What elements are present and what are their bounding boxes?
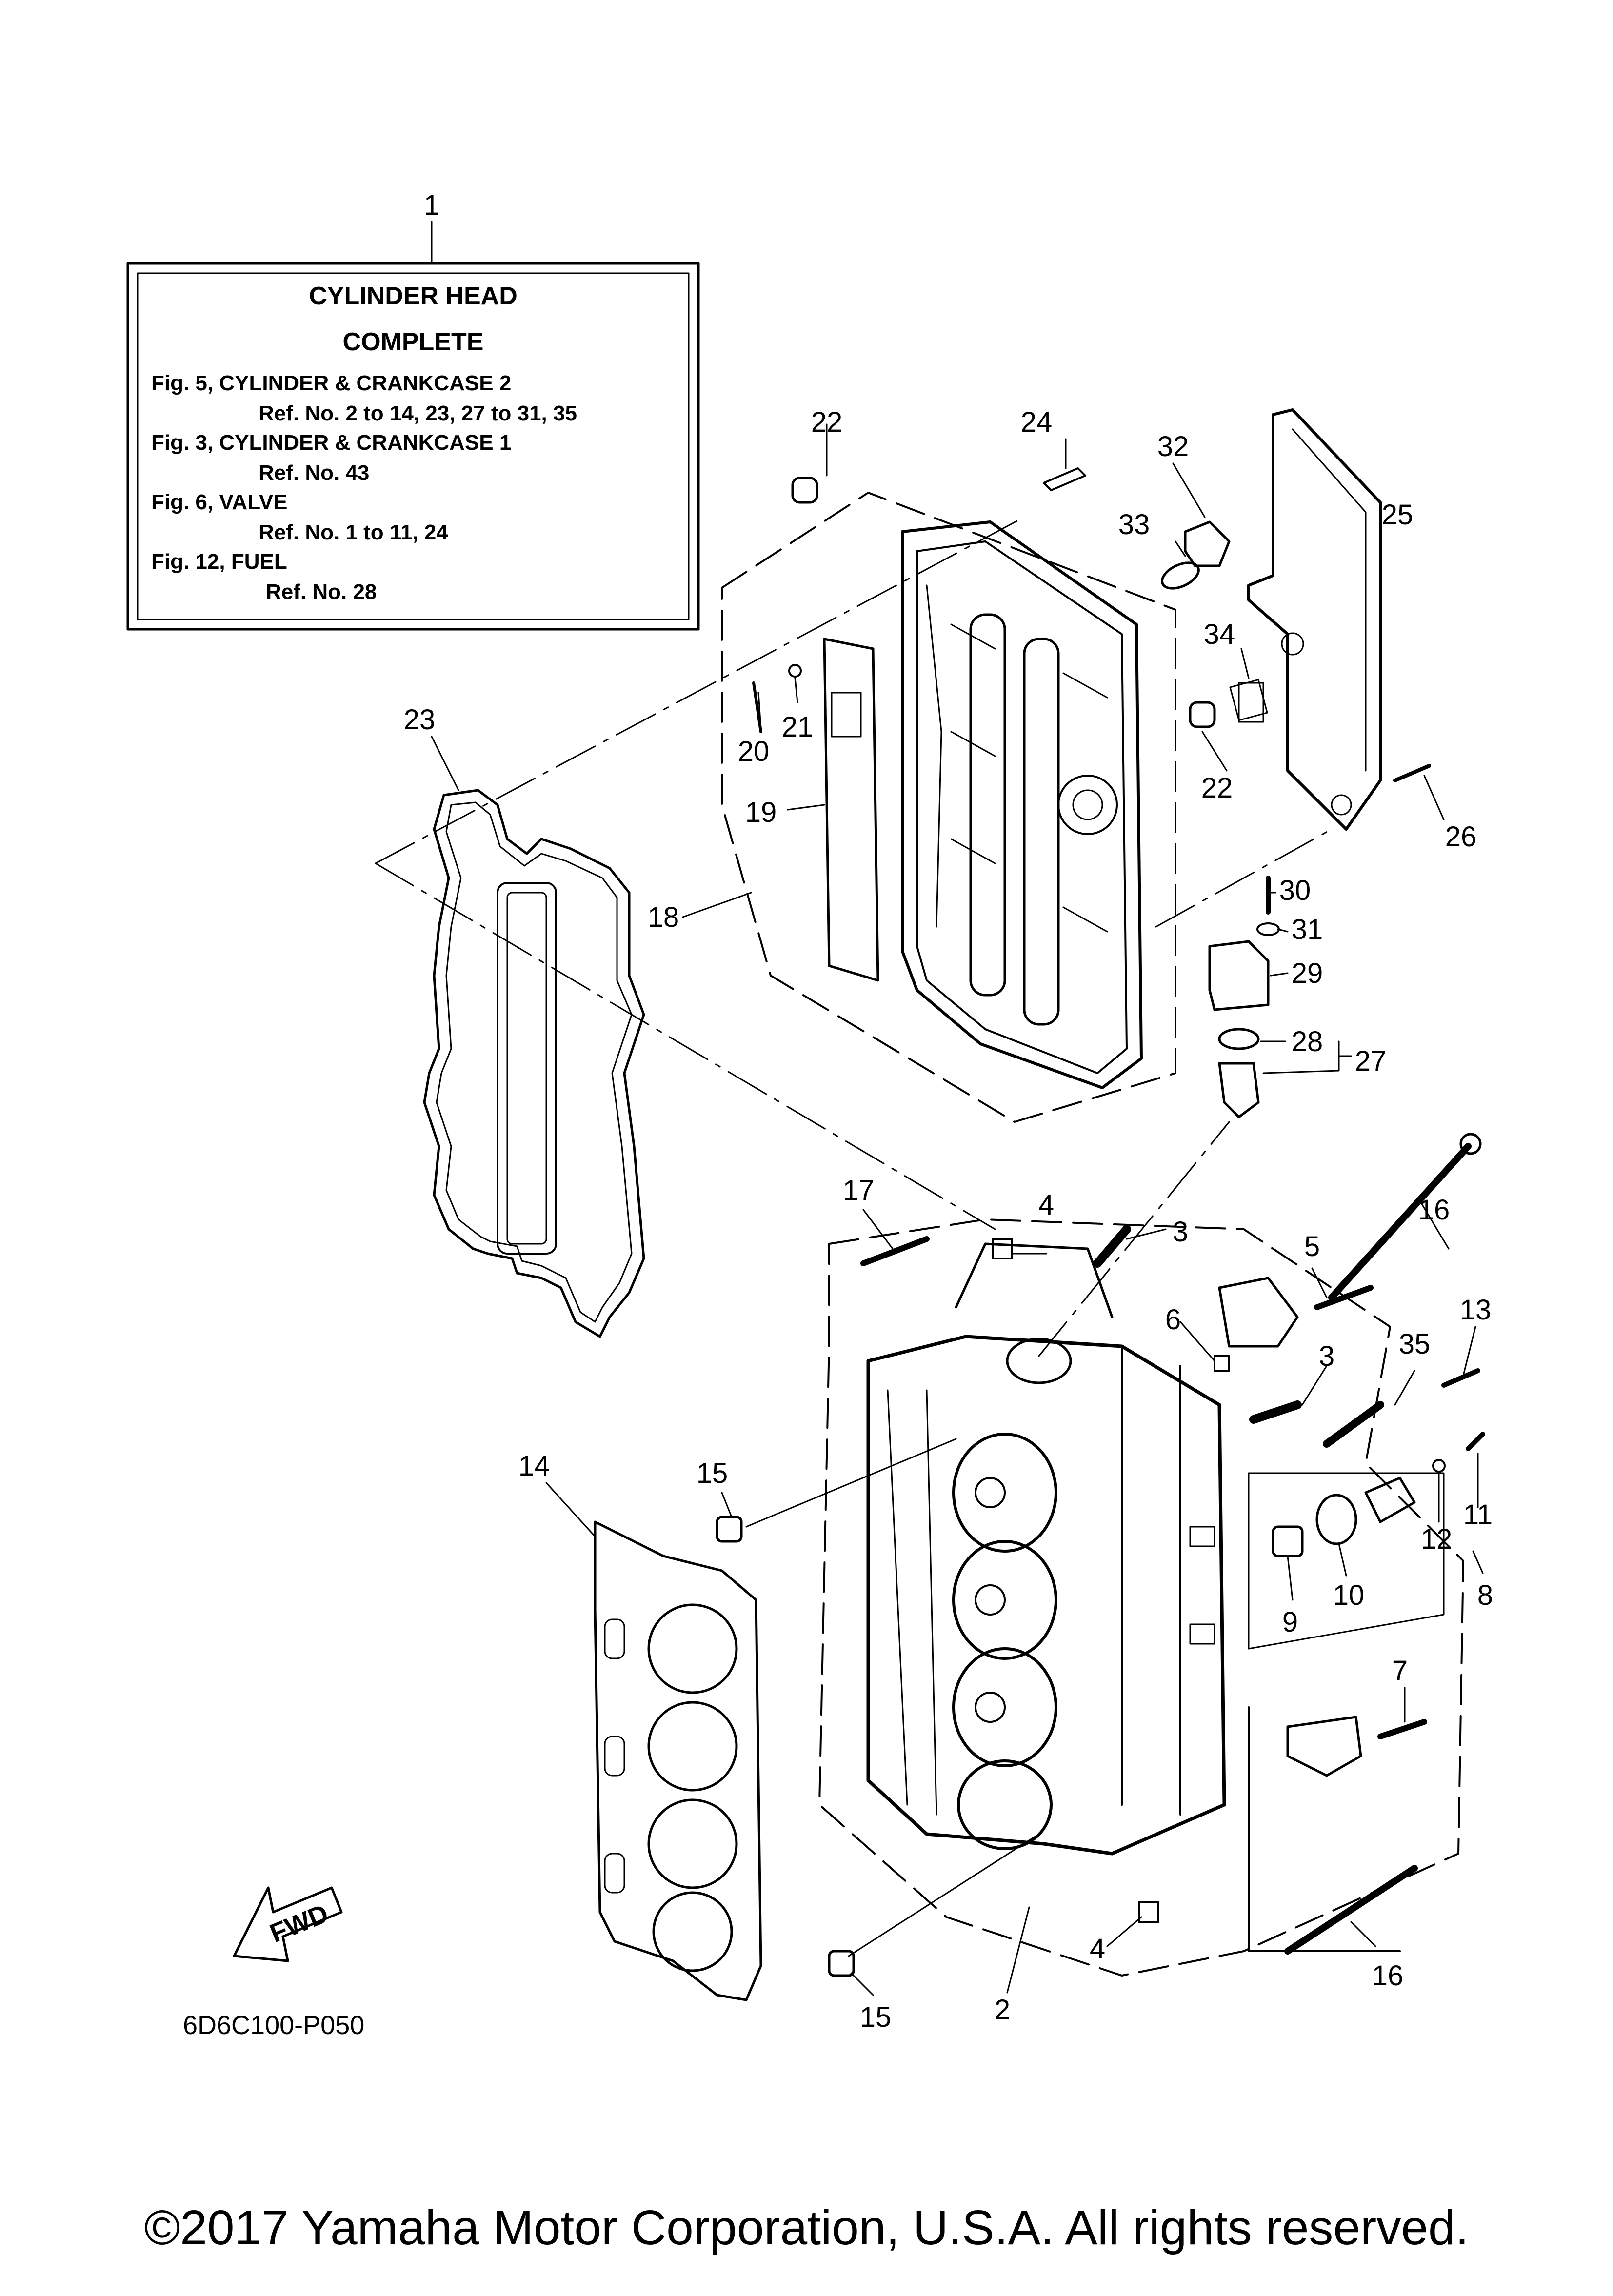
info-box-line: Fig. 5, CYLINDER & CRANKCASE 2 [151, 371, 511, 395]
info-box-title-2: COMPLETE [343, 328, 484, 356]
callout-13: 13 [1460, 1294, 1492, 1326]
leader-lines [431, 423, 1484, 1996]
alignment-lines [375, 516, 1333, 1957]
callout-19: 19 [745, 797, 777, 828]
info-box-line: Ref. No. 28 [266, 580, 377, 604]
callout-22: 22 [811, 406, 843, 438]
fwd-arrow-icon: FWD [233, 1886, 343, 1962]
upper-small-parts [752, 467, 1431, 1118]
callout-35: 35 [1399, 1328, 1431, 1360]
callout-29: 29 [1292, 958, 1323, 989]
info-box-line: Fig. 6, VALVE [151, 490, 288, 514]
info-box-line: Fig. 12, FUEL [151, 550, 287, 574]
callout-16: 16 [1372, 1960, 1404, 1992]
callout-33: 33 [1118, 509, 1150, 540]
info-box-line: Ref. No. 1 to 11, 24 [259, 520, 448, 544]
callout-30: 30 [1279, 875, 1311, 906]
callout-15: 15 [697, 1457, 728, 1489]
callout-numbers: 1 22 24 32 33 25 34 21 20 22 26 23 19 18… [404, 189, 1493, 2033]
callout-4: 4 [1038, 1189, 1054, 1221]
callout-26: 26 [1445, 821, 1477, 853]
callout-17: 17 [843, 1175, 875, 1206]
callout-21: 21 [782, 711, 814, 743]
callout-8: 8 [1477, 1579, 1493, 1611]
info-box-line: Ref. No. 43 [259, 461, 369, 485]
cylinder-head-cover [901, 520, 1143, 1089]
callout-11: 11 [1463, 1499, 1493, 1531]
cover-plate [823, 638, 879, 982]
head-gasket [594, 1520, 762, 2001]
info-box: CYLINDER HEAD COMPLETE Fig. 5, CYLINDER … [126, 221, 700, 631]
info-box-line: Fig. 3, CYLINDER & CRANKCASE 1 [151, 431, 511, 455]
head-assembly-outline [818, 1218, 1464, 1977]
cylinder-head [866, 1242, 1226, 1856]
callout-24: 24 [1021, 406, 1053, 438]
copyright-notice: ©2017 Yamaha Motor Corporation, U.S.A. A… [144, 2200, 1469, 2255]
callout-23: 23 [404, 704, 436, 736]
callout-4: 4 [1090, 1933, 1105, 1965]
info-box-line: Ref. No. 2 to 14, 23, 27 to 31, 35 [259, 401, 577, 425]
callout-25: 25 [1382, 499, 1414, 531]
callout-34: 34 [1204, 619, 1235, 650]
lower-small-parts [716, 1133, 1485, 1977]
callout-3: 3 [1173, 1216, 1188, 1248]
fwd-label: FWD [266, 1898, 332, 1948]
callout-15: 15 [860, 2001, 892, 2033]
callout-3: 3 [1319, 1340, 1334, 1372]
callout-31: 31 [1292, 914, 1323, 945]
callout-27: 27 [1355, 1045, 1387, 1077]
callout-16: 16 [1418, 1194, 1450, 1226]
callout-2: 2 [995, 1994, 1010, 2026]
callout-22: 22 [1201, 772, 1233, 804]
callout-12: 12 [1421, 1523, 1453, 1555]
callout-9: 9 [1282, 1606, 1298, 1638]
callout-18: 18 [648, 901, 679, 933]
info-box-title-1: CYLINDER HEAD [309, 282, 518, 310]
cover-bracket [1238, 408, 1382, 831]
cover-assembly-outline [721, 492, 1176, 1123]
callout-1: 1 [424, 189, 439, 221]
callout-10: 10 [1333, 1579, 1365, 1611]
callout-32: 32 [1157, 431, 1189, 462]
diagram-code: 6D6C100-P050 [183, 2011, 364, 2040]
cover-gasket [423, 789, 645, 1338]
callout-7: 7 [1392, 1655, 1408, 1687]
callout-28: 28 [1292, 1026, 1323, 1058]
combustion-ports [952, 1433, 1057, 1850]
callout-14: 14 [518, 1450, 550, 1482]
callout-20: 20 [738, 736, 770, 767]
callout-5: 5 [1304, 1231, 1320, 1262]
callout-6: 6 [1165, 1304, 1181, 1336]
